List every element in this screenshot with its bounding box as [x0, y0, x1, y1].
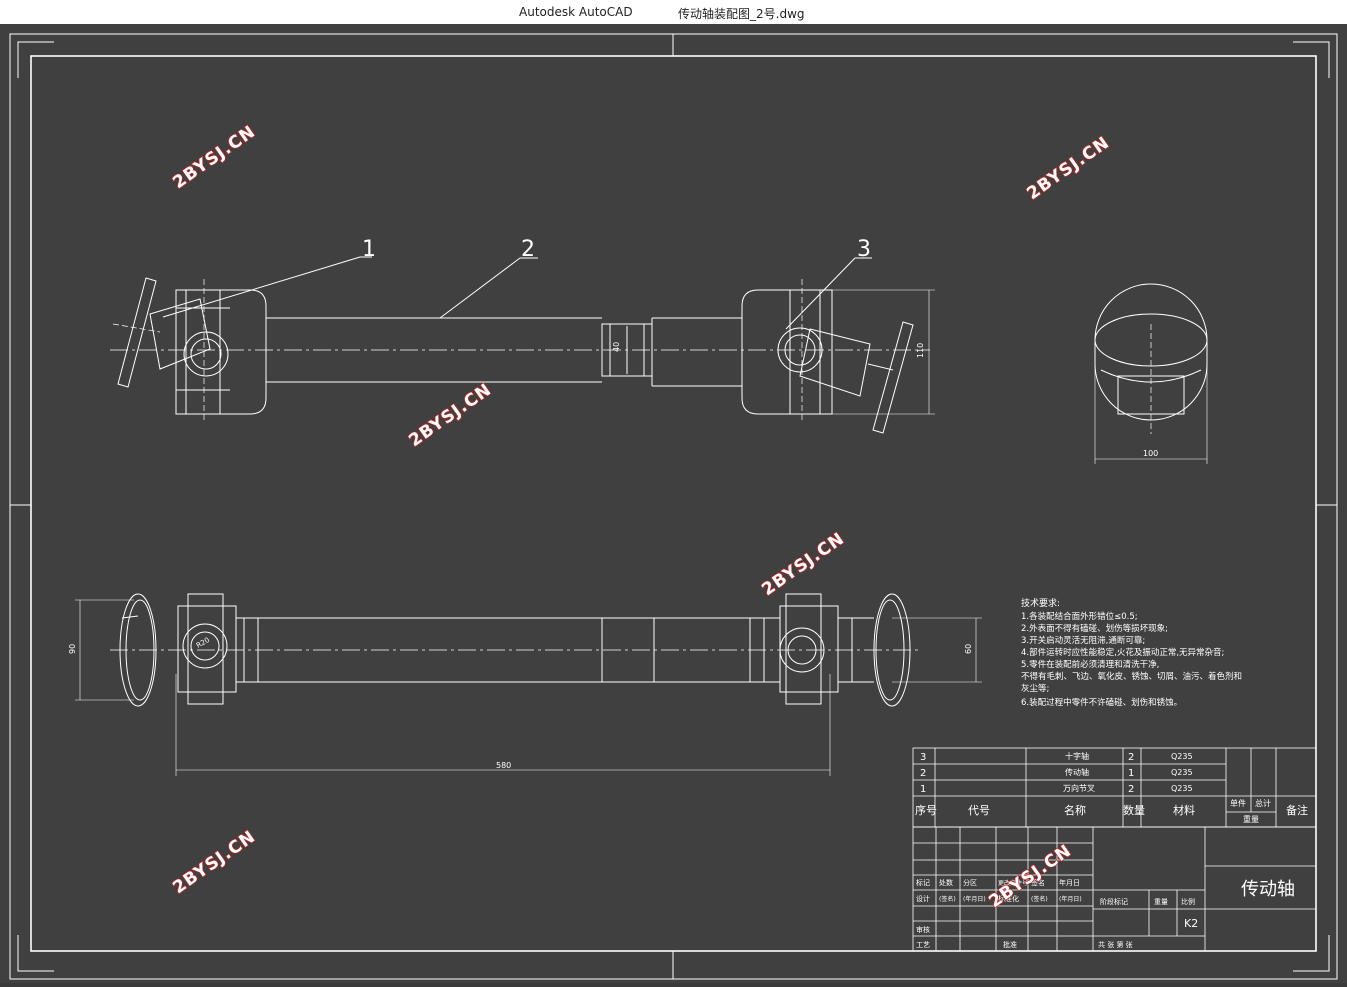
title-block [912, 826, 1317, 952]
tb-sheet-no: K2 [1184, 917, 1198, 930]
header-no: 序号 [915, 803, 937, 817]
tb-review: 审核 [916, 925, 930, 934]
balloon-3: 3 [857, 237, 871, 262]
tech-requirements: 技术要求: 1.各装配结合面外形错位≤0.5; 2.外表面不得有磕碰、划伤等损坏… [1021, 597, 1242, 708]
part-qty: 2 [1128, 784, 1134, 795]
part-qty: 2 [1128, 752, 1134, 763]
header-qty: 数量 [1123, 804, 1145, 817]
parts-list-text: 3 十字轴 2 Q235 2 传动轴 1 Q235 1 万向节叉 2 Q235 … [915, 751, 1308, 824]
tech-line: 6.装配过程中零件不许磕碰、划伤和锈蚀。 [1021, 697, 1182, 708]
tb-design: 设计 [916, 894, 930, 903]
part-name: 十字轴 [1065, 751, 1089, 761]
tb-weight: 重量 [1154, 898, 1168, 906]
tech-line: 5.零件在装配前必须清理和清洗干净, [1021, 659, 1159, 670]
balloon-1: 1 [362, 237, 376, 262]
part-material: Q235 [1171, 784, 1193, 793]
header-name: 名称 [1064, 803, 1086, 817]
tb-change-doc: 更改文件号 [998, 879, 1028, 887]
tb-mark: 标记 [916, 878, 930, 887]
part-no: 3 [920, 752, 926, 763]
watermark-3: 2BYSJ.CN [405, 380, 495, 451]
watermark-1: 2BYSJ.CN [169, 122, 259, 193]
tech-line: 2.外表面不得有磕碰、划伤等损坏现象; [1021, 623, 1168, 634]
part-no: 1 [920, 784, 926, 795]
part-name: 传动轴 [1065, 767, 1089, 777]
tb-drawing-name: 传动轴 [1241, 879, 1295, 900]
dim-right-height: 60 [964, 644, 973, 654]
tb-stage-mark: 阶段标记 [1100, 897, 1128, 906]
part-material: Q235 [1171, 752, 1193, 761]
header-material: 材料 [1173, 803, 1195, 817]
header-single: 单件 [1230, 798, 1246, 808]
watermark-5: 2BYSJ.CN [169, 827, 259, 898]
header-remark: 备注 [1286, 803, 1308, 817]
tb-sign1: (签名) [939, 895, 956, 903]
title-block-text: 标记 处数 分区 更改文件号 签名 年月日 设计 (签名) (年月日) 标准化 … [916, 878, 1295, 949]
app-title: Autodesk AutoCAD [519, 5, 633, 19]
header-weight: 重量 [1243, 814, 1259, 824]
drawing-canvas[interactable]: 40 110 1 2 3 100 [0, 24, 1347, 983]
watermark-2: 2BYSJ.CN [1023, 133, 1113, 204]
watermarks: 2BYSJ.CN 2BYSJ.CN 2BYSJ.CN 2BYSJ.CN 2BYS… [169, 121, 1114, 913]
document-title: 传动轴装配图_2号.dwg [678, 7, 805, 21]
tech-line: 3.开关启动灵活无阻滞,通断可靠; [1021, 635, 1145, 646]
tb-signature: 签名 [1031, 878, 1045, 887]
balloon-leaders [162, 256, 872, 330]
tb-total-sheets: 共 张 第 张 [1098, 940, 1133, 949]
part-qty: 1 [1128, 768, 1134, 779]
dim-shaft-dia: 40 [612, 342, 621, 352]
dim-end-view-width: 100 [1143, 449, 1158, 458]
window-titlebar: Autodesk AutoCAD 传动轴装配图_2号.dwg [0, 0, 1347, 24]
tb-zone: 分区 [963, 878, 977, 887]
part-no: 2 [920, 768, 926, 779]
dim-yoke-mark: R20 [195, 636, 211, 650]
tb-std: 标准化 [998, 894, 1019, 903]
tb-approve: 批准 [1003, 940, 1017, 949]
tech-line: 灰尘等; [1021, 683, 1049, 694]
plan-view[interactable] [75, 593, 982, 776]
tech-line: 4.部件运转时应性能稳定,火花及振动正常,无异常杂音; [1021, 647, 1224, 658]
dim-overall-length: 580 [496, 761, 511, 770]
tb-sign2: (签名) [1031, 895, 1048, 903]
tb-count: 处数 [939, 878, 953, 887]
tb-date: 年月日 [1059, 878, 1080, 887]
front-view[interactable] [110, 277, 935, 434]
balloon-2: 2 [521, 237, 535, 262]
dim-left-height: 90 [68, 644, 77, 654]
header-total: 总计 [1255, 798, 1271, 808]
tb-scale: 比例 [1181, 897, 1195, 906]
part-material: Q235 [1171, 768, 1193, 777]
tb-date2: (年月日) [1059, 895, 1082, 903]
tech-heading: 技术要求: [1021, 597, 1060, 609]
tech-line: 1.各装配结合面外形错位≤0.5; [1021, 611, 1138, 622]
dim-flange-height: 110 [916, 343, 925, 358]
part-name: 万向节叉 [1063, 783, 1095, 793]
tech-line: 不得有毛刺、飞边、氧化皮、锈蚀、切屑、油污、着色剂和 [1021, 671, 1242, 682]
tb-process: 工艺 [916, 941, 930, 949]
tb-date1: (年月日) [963, 895, 986, 903]
end-view[interactable] [1094, 283, 1208, 464]
header-code: 代号 [968, 804, 990, 817]
watermark-4: 2BYSJ.CN [758, 529, 848, 600]
sheet-frame [9, 33, 1338, 980]
